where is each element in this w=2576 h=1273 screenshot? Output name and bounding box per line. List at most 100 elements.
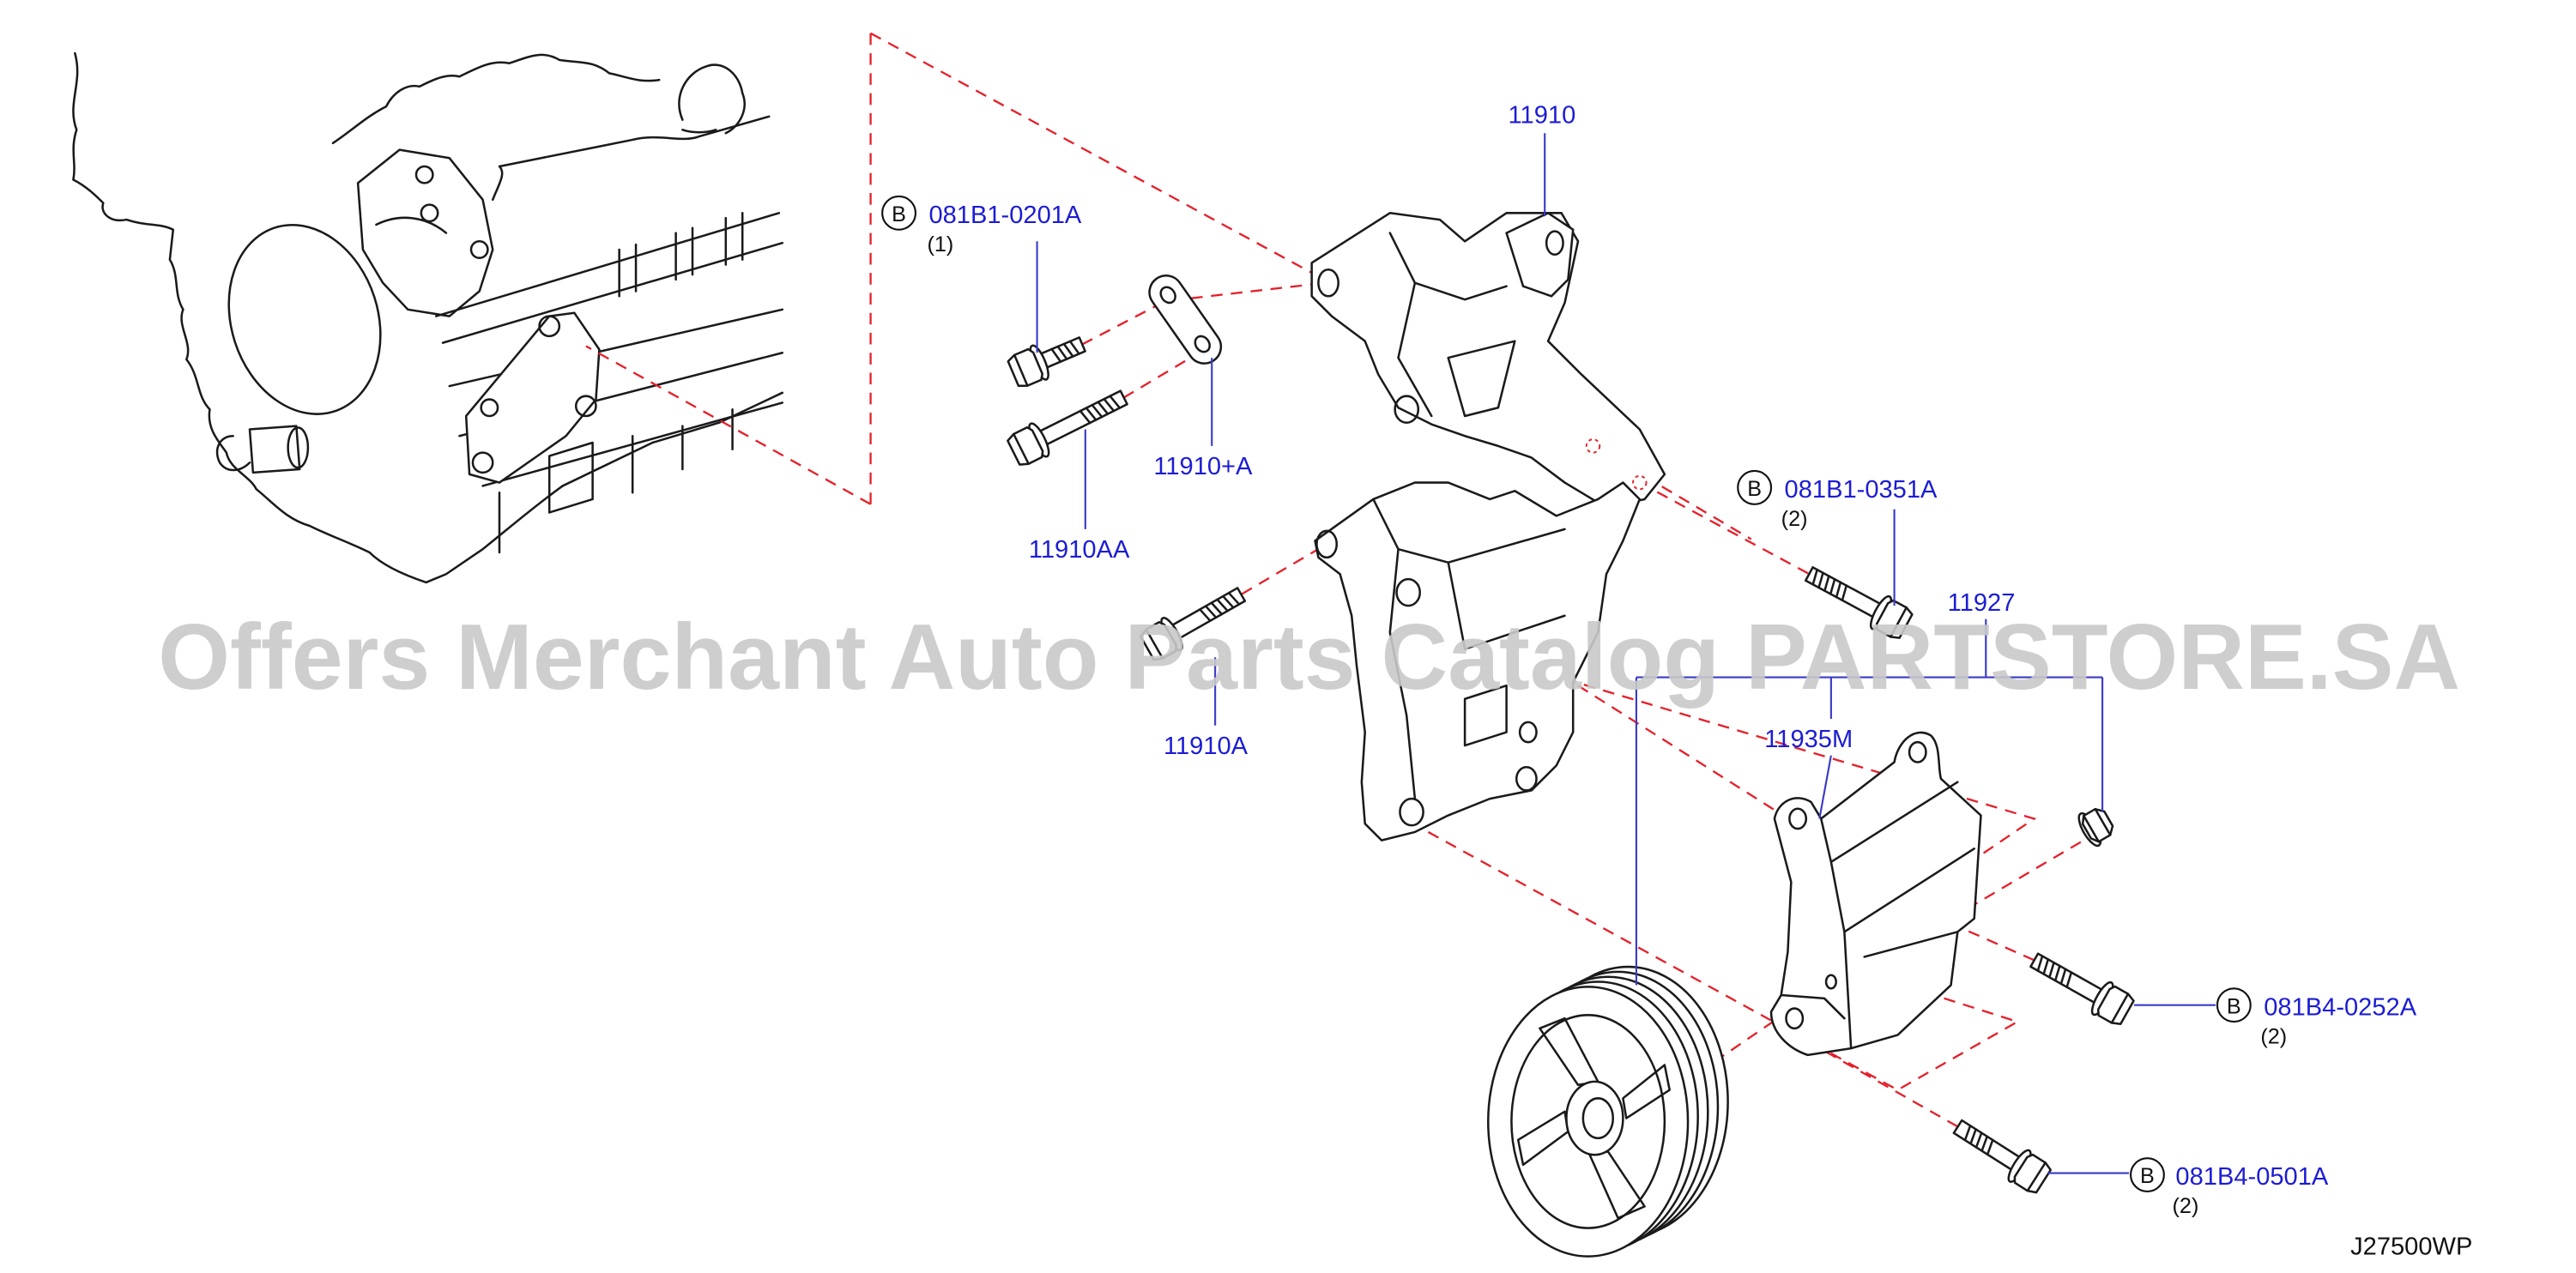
quantity-081b1-0201a: (1) [928, 232, 954, 256]
assembly-line [1122, 350, 1203, 399]
engine-block-drawing [72, 51, 784, 584]
bolt-shank [1037, 389, 1128, 447]
bolt-head [2013, 1153, 2052, 1194]
bolt-head [2096, 985, 2135, 1026]
marker-b-circle [881, 195, 917, 231]
upper-bracket [1310, 212, 1666, 509]
part-label-11910[interactable]: 11910 [1509, 102, 1576, 130]
part-label-11910aa[interactable]: 11910AA [1029, 536, 1130, 564]
engine-bolt-3 [469, 240, 489, 259]
assembly-line [1241, 543, 1327, 595]
bolt-head-facet [2026, 1161, 2047, 1192]
bolt-081b4-0252a [2029, 952, 2135, 1026]
part-label-11910a[interactable]: 11910A [1164, 733, 1249, 760]
link-plate-body [1148, 275, 1223, 365]
pulley-bore [1581, 1097, 1615, 1140]
bolt-head-facet [1013, 432, 1030, 465]
lower-bracket-hole-3 [1399, 797, 1424, 827]
idler-bracket-hole-4 [1824, 974, 1837, 990]
bolt-thread [1050, 340, 1080, 363]
marker-b-circle [1737, 469, 1773, 505]
bolt-head [1139, 620, 1177, 661]
part-label-11910-plus-a[interactable]: 11910+A [1153, 453, 1253, 480]
bolt-11910aa [1007, 389, 1128, 466]
bolt-11910a [1139, 587, 1247, 661]
idler-bracket-ribs [1780, 781, 1975, 1050]
bolt-head [1007, 425, 1044, 466]
engine-mount-boss [464, 311, 601, 484]
watermark: Offers Merchant Auto Parts Catalog PARTS… [158, 606, 2460, 709]
nut-facet [2083, 807, 2112, 843]
bolt-head-facet [1145, 628, 1164, 660]
bolt-head-facet [2110, 992, 2130, 1024]
assembly-line [1714, 1017, 1779, 1063]
lower-bracket-hole-4 [1515, 766, 1538, 792]
diagram-code: J27500WP [2350, 1234, 2472, 1261]
idler-bracket-hole-2 [1908, 740, 1927, 763]
engine-mount-hole-3 [471, 451, 494, 474]
link-plate [1148, 275, 1223, 365]
idler-bracket-hole-1 [1788, 807, 1808, 830]
part-label-081b1-0351a[interactable]: 081B1-0351A [1785, 476, 1938, 504]
bolt-shank [1952, 1119, 2023, 1172]
lower-bracket [1314, 481, 1642, 842]
assembly-line [870, 32, 1316, 276]
part-label-081b1-0201a[interactable]: 081B1-0201A [928, 202, 1081, 229]
upper-bracket-hidden-hole-1 [1585, 438, 1601, 454]
engine-cap [678, 63, 746, 135]
upper-bracket-hole-2 [1394, 395, 1420, 424]
bolt-head-facet [1889, 606, 1908, 638]
leader-11935m [1818, 755, 1832, 819]
pulley-spokes [1516, 1017, 1671, 1220]
engine-mount-hole-4 [480, 398, 499, 418]
idler-bracket-hole-3 [1785, 1007, 1805, 1030]
bolt-081b1-0351a [1804, 566, 1914, 639]
marker-b-circle [2216, 987, 2252, 1023]
engine-head-edge [491, 115, 771, 202]
engine-front-stud-end [287, 426, 310, 469]
bolt-thread [1963, 1125, 1994, 1156]
callout-labels: 11910 B 081B1-0201A (1) 11910+A 11910AA … [881, 102, 2472, 1261]
lower-bracket-ribs [1372, 498, 1566, 800]
upper-bracket-boss [1505, 212, 1575, 298]
bolt-thread [1811, 568, 1848, 602]
leader-lines [1036, 133, 2216, 1174]
engine-timing-cover [356, 148, 494, 317]
assembly-line [1081, 281, 1326, 346]
lower-bracket-hole-2 [1395, 577, 1421, 607]
quantity-081b4-0501a: (2) [2173, 1194, 2199, 1218]
idler-pulley [1487, 965, 1729, 1258]
idler-bracket-body [1769, 731, 1982, 1057]
assembly-line [1864, 884, 2035, 962]
link-plate-hole-1 [1159, 286, 1176, 305]
bolt-thread [2036, 955, 2073, 988]
engine-bolt-2 [420, 203, 439, 223]
assembly-line [585, 345, 872, 505]
marker-b: B [2227, 994, 2241, 1018]
bolt-head-facet [1013, 353, 1029, 387]
water-pump-pulley [227, 223, 382, 415]
bolt-thread [1199, 591, 1241, 622]
upper-bracket-cutout [1388, 232, 1516, 418]
assembly-line [1427, 830, 2021, 1091]
assembly-line [1811, 1042, 1958, 1128]
upper-bracket-boss-hole [1545, 230, 1564, 256]
leader-11927 [1635, 618, 2104, 986]
engine-outline-top [331, 53, 661, 145]
part-label-081b4-0501a[interactable]: 081B4-0501A [2175, 1163, 2328, 1191]
quantity-081b4-0252a: (2) [2260, 1024, 2287, 1048]
part-label-11927[interactable]: 11927 [1948, 589, 2016, 617]
lower-bracket-hole-1 [1315, 529, 1339, 559]
engine-front-stud [215, 425, 301, 474]
upper-bracket-body [1310, 212, 1666, 509]
engine-bolt-1 [414, 165, 434, 184]
bolt-081b4-0501a [1952, 1119, 2052, 1194]
bolt-081b1-0201a [1007, 336, 1086, 388]
engine-outline-left [72, 51, 784, 584]
part-label-11935m[interactable]: 11935M [1764, 726, 1853, 753]
part-label-081b4-0252a[interactable]: 081B4-0252A [2264, 993, 2416, 1021]
bolt-thread [1079, 395, 1122, 425]
marker-b: B [1747, 477, 1762, 501]
link-plate-hole-2 [1194, 335, 1211, 353]
